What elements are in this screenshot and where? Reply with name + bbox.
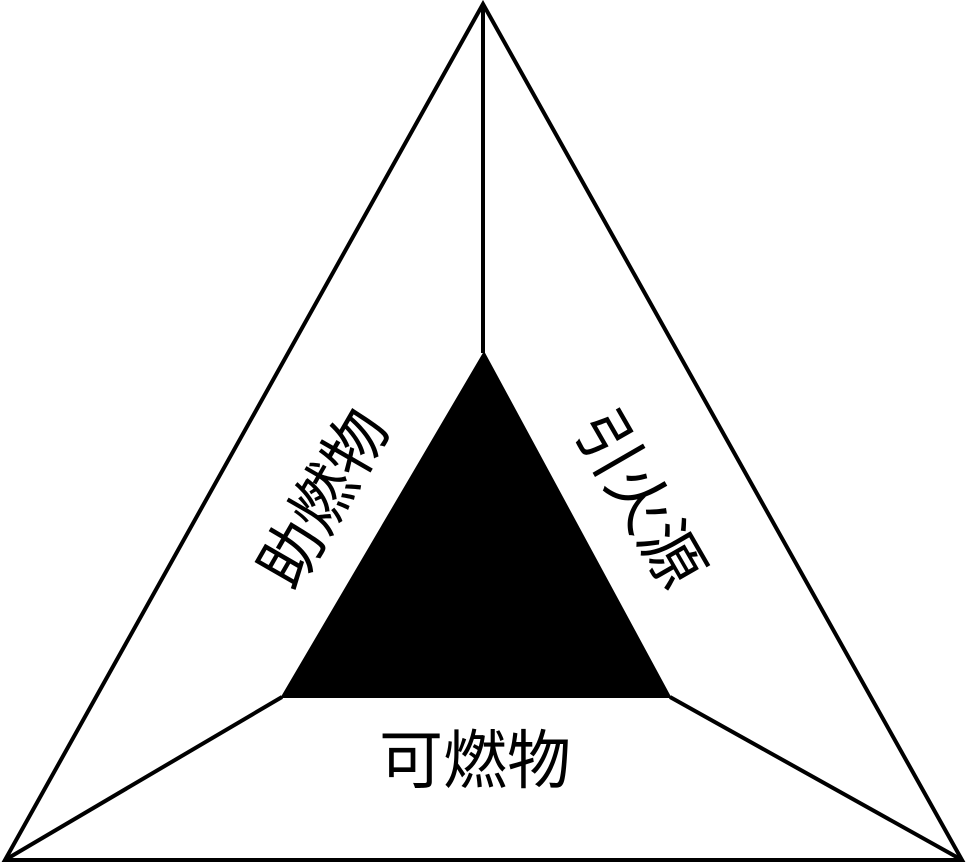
label-combustible: 可燃物 [379,725,571,799]
spoke-bottom-left [3,695,284,862]
spoke-bottom-right [669,695,963,862]
inner-core-triangle [280,350,672,698]
